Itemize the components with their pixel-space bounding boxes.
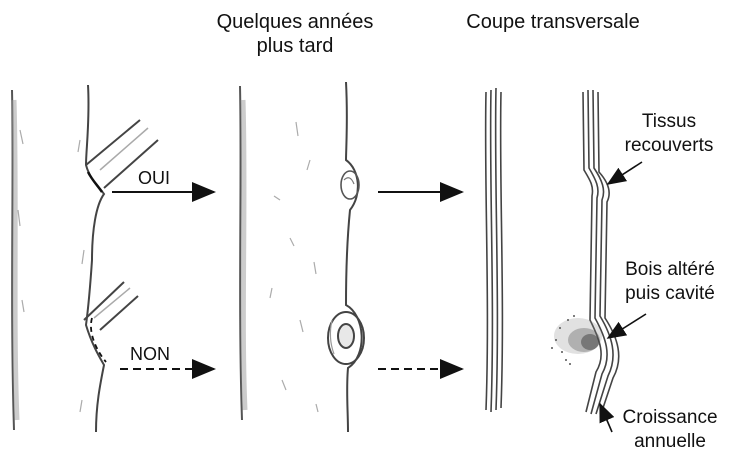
header-years-later-line1: Quelques années bbox=[200, 10, 390, 34]
annotation-decay-line1: Bois altéré bbox=[614, 258, 726, 282]
header-years-later-line2: plus tard bbox=[200, 34, 390, 58]
annotation-covered-tissue: Tissus recouverts bbox=[614, 110, 724, 158]
trunk-with-cuts bbox=[12, 85, 158, 432]
annotation-decay-line2: puis cavité bbox=[614, 282, 726, 306]
decay-zone bbox=[551, 315, 602, 365]
open-wound bbox=[328, 312, 364, 364]
annotation-growth-line2: annuelle bbox=[612, 430, 728, 452]
annotation-growth-line1: Croissance bbox=[612, 406, 728, 430]
annotation-growth: Croissance annuelle bbox=[612, 406, 728, 452]
header-cross-section: Coupe transversale bbox=[448, 10, 658, 34]
annotation-covered-line2: recouverts bbox=[614, 134, 724, 158]
label-yes: OUI bbox=[138, 168, 170, 189]
label-no: NON bbox=[130, 344, 170, 365]
annotation-covered-line1: Tissus bbox=[614, 110, 724, 134]
healed-wound bbox=[341, 171, 359, 199]
annotation-decay: Bois altéré puis cavité bbox=[614, 258, 726, 306]
cross-section-straight bbox=[486, 88, 503, 412]
header-years-later: Quelques années plus tard bbox=[200, 10, 390, 58]
trunk-healed bbox=[240, 82, 364, 432]
